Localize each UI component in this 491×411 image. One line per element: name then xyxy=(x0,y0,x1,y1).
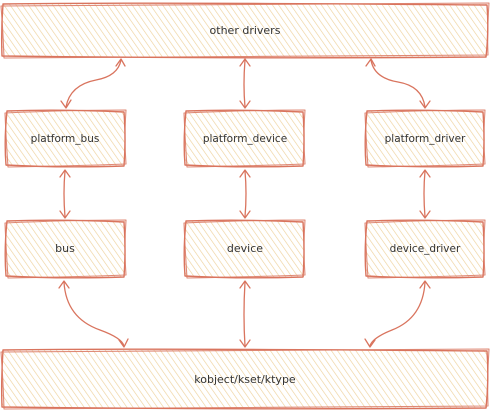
node-platform-bus: platform_bus xyxy=(4,109,127,168)
edge-platform-driver-device-driver xyxy=(419,169,431,219)
edge-device-driver-kobject xyxy=(364,280,431,348)
edge-line xyxy=(243,59,246,108)
node-label-platform-device: platform_device xyxy=(203,133,287,145)
arrowhead-down xyxy=(419,210,431,219)
node-border-sketch xyxy=(364,219,486,279)
arrowhead-up xyxy=(59,169,71,178)
edge-line xyxy=(369,281,426,347)
edge-device-kobject xyxy=(239,280,251,348)
node-fill xyxy=(366,111,484,166)
arrowhead-up xyxy=(115,58,126,67)
arrowhead-up xyxy=(365,58,376,67)
node-fill xyxy=(2,4,487,57)
arrowhead-up xyxy=(239,169,251,178)
node-platform-driver: platform_driver xyxy=(364,109,486,168)
node-border-sketch xyxy=(4,109,127,168)
node-fill xyxy=(185,221,304,277)
node-label-platform-driver: platform_driver xyxy=(385,133,466,145)
node-kobject: kobject/kset/ktype xyxy=(0,348,490,410)
node-bus: bus xyxy=(4,219,127,279)
edge-line xyxy=(63,281,125,347)
node-border-sketch xyxy=(0,348,490,410)
edge-line xyxy=(244,170,247,218)
arrowhead-up xyxy=(239,58,251,67)
arrowhead-up xyxy=(239,280,251,289)
node-fill xyxy=(2,350,487,408)
arrowhead-down xyxy=(364,338,376,348)
node-label-platform-bus: platform_bus xyxy=(31,133,100,145)
arrowhead-down xyxy=(60,99,72,109)
node-other-drivers: other drivers xyxy=(0,2,490,59)
node-border-sketch xyxy=(0,2,490,59)
arrowhead-down xyxy=(239,339,251,348)
edge-line xyxy=(65,59,122,108)
edge-line xyxy=(243,281,246,347)
node-border-sketch xyxy=(364,109,486,168)
node-fill xyxy=(185,111,304,166)
node-border-sketch xyxy=(4,219,127,279)
node-border xyxy=(0,348,489,410)
arrowhead-up xyxy=(419,280,431,289)
edge-platform-device-device xyxy=(239,169,251,219)
edge-other-drivers-platform-device xyxy=(239,58,251,109)
arrowhead-down xyxy=(59,210,71,219)
node-platform-device: platform_device xyxy=(183,109,306,168)
node-border-sketch xyxy=(183,219,306,279)
edge-other-drivers-platform-driver xyxy=(365,58,431,109)
edge-bus-kobject xyxy=(58,280,129,348)
arrowhead-down xyxy=(239,100,251,109)
node-fill xyxy=(6,111,125,166)
edge-platform-bus-bus xyxy=(59,169,71,219)
edge-line xyxy=(370,59,426,108)
edge-line xyxy=(423,170,426,218)
node-label-kobject: kobject/kset/ktype xyxy=(194,373,296,386)
node-device: device xyxy=(183,219,306,279)
edge-line xyxy=(63,170,66,218)
arrowhead-down xyxy=(118,338,129,348)
node-fill xyxy=(6,221,125,277)
arrowhead-down xyxy=(239,210,251,219)
edge-other-drivers-platform-bus xyxy=(60,58,126,109)
arrowhead-up xyxy=(58,280,70,289)
arrowhead-down xyxy=(419,100,431,109)
node-label-device: device xyxy=(227,242,263,255)
node-fill xyxy=(366,221,484,277)
node-label-device-driver: device_driver xyxy=(390,243,461,255)
node-label-bus: bus xyxy=(55,242,75,255)
arrowhead-up xyxy=(419,169,431,178)
node-border-sketch xyxy=(183,109,306,168)
node-border xyxy=(0,2,489,59)
node-label-other-drivers: other drivers xyxy=(210,24,281,37)
node-device-driver: device_driver xyxy=(364,219,486,279)
